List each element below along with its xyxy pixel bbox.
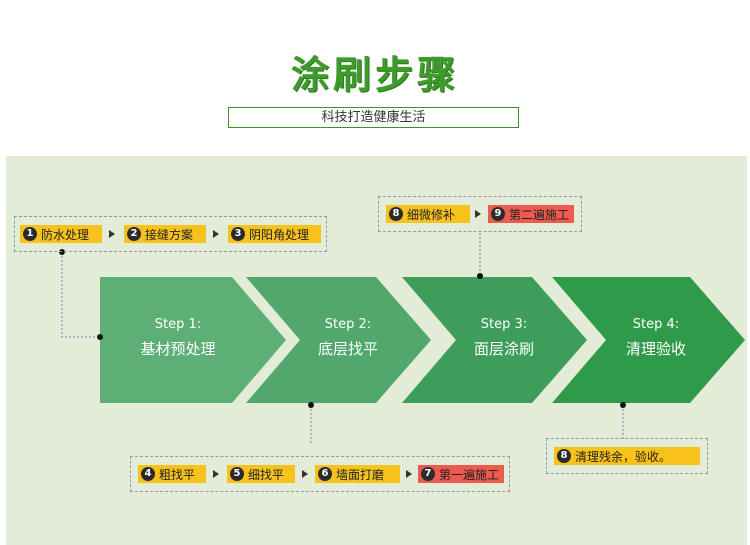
step-4-task-group xyxy=(546,438,708,474)
step-1-task-group xyxy=(14,216,327,252)
task-1-number: 1 xyxy=(23,227,37,241)
step-3-label: Step 3: 面层涂刷 xyxy=(444,316,564,360)
step-1-name: 基材预处理 xyxy=(140,340,216,358)
task-6-tag: 6 墙面打磨 xyxy=(315,465,400,483)
step-4-chevron xyxy=(552,277,745,403)
task-5-text: 细找平 xyxy=(248,467,285,482)
step-4-label: Step 4: 清理验收 xyxy=(596,316,716,360)
task-9-text: 第二遍施工 xyxy=(509,207,570,222)
step-2-name: 底层找平 xyxy=(317,340,378,358)
step-4-number: Step 4: xyxy=(632,317,680,332)
task-4-text: 粗找平 xyxy=(159,467,196,482)
step-4-name: 清理验收 xyxy=(625,340,686,358)
step-3-chevron xyxy=(402,277,587,403)
task-final-number: 8 xyxy=(557,449,571,463)
step-3-task-group xyxy=(378,196,582,232)
step-1-chevron xyxy=(100,277,286,403)
task-6-number: 6 xyxy=(318,467,332,481)
step-2-chevron xyxy=(246,277,431,403)
task-2-number: 2 xyxy=(127,227,141,241)
task-7-number: 7 xyxy=(421,467,435,481)
connector-dot xyxy=(477,273,483,279)
task-3-text: 阴阳角处理 xyxy=(249,227,310,242)
task-3-tag: 3 阴阳角处理 xyxy=(228,225,321,243)
task-1-tag: 1 防水处理 xyxy=(20,225,102,243)
step-2-label: Step 2: 底层找平 xyxy=(288,316,408,360)
task-8-text: 细微修补 xyxy=(407,207,456,222)
step-3-name: 面层涂刷 xyxy=(473,340,534,358)
page-title: 涂刷步骤 xyxy=(290,53,459,97)
connector-dot xyxy=(97,334,103,340)
task-4-number: 4 xyxy=(141,467,155,481)
task-7-text: 第一遍施工 xyxy=(439,467,500,482)
task-2-tag: 2 接缝方案 xyxy=(124,225,206,243)
connector-dot xyxy=(308,402,314,408)
step-2-task-group xyxy=(130,456,510,492)
task-9-number: 9 xyxy=(491,207,505,221)
task-final-tag: 8 清理残余，验收。 xyxy=(554,447,700,465)
task-7-tag: 7 第一遍施工 xyxy=(418,465,504,483)
connector-dot xyxy=(59,249,65,255)
arrow-right-icon xyxy=(109,230,115,238)
arrow-right-icon xyxy=(475,210,481,218)
task-4-tag: 4 粗找平 xyxy=(138,465,206,483)
task-2-text: 接缝方案 xyxy=(145,227,194,242)
arrow-right-icon xyxy=(213,470,219,478)
step-1-label: Step 1: 基材预处理 xyxy=(118,316,238,360)
task-5-number: 5 xyxy=(230,467,244,481)
arrow-right-icon xyxy=(406,470,412,478)
task-1-text: 防水处理 xyxy=(41,227,90,242)
task-6-text: 墙面打磨 xyxy=(336,467,385,482)
connector-step-1 xyxy=(61,252,100,338)
task-8-tag: 8 细微修补 xyxy=(386,205,470,223)
task-5-tag: 5 细找平 xyxy=(227,465,295,483)
subtitle: 科技打造健康生活 xyxy=(228,107,519,128)
task-8-number: 8 xyxy=(389,207,403,221)
task-3-number: 3 xyxy=(231,227,245,241)
step-1-number: Step 1: xyxy=(154,317,202,332)
connector-dot xyxy=(620,402,626,408)
step-2-number: Step 2: xyxy=(324,317,372,332)
task-final-text: 清理残余，验收。 xyxy=(575,449,672,464)
arrow-right-icon xyxy=(302,470,308,478)
task-9-tag: 9 第二遍施工 xyxy=(488,205,574,223)
arrow-right-icon xyxy=(213,230,219,238)
step-3-number: Step 3: xyxy=(480,317,528,332)
